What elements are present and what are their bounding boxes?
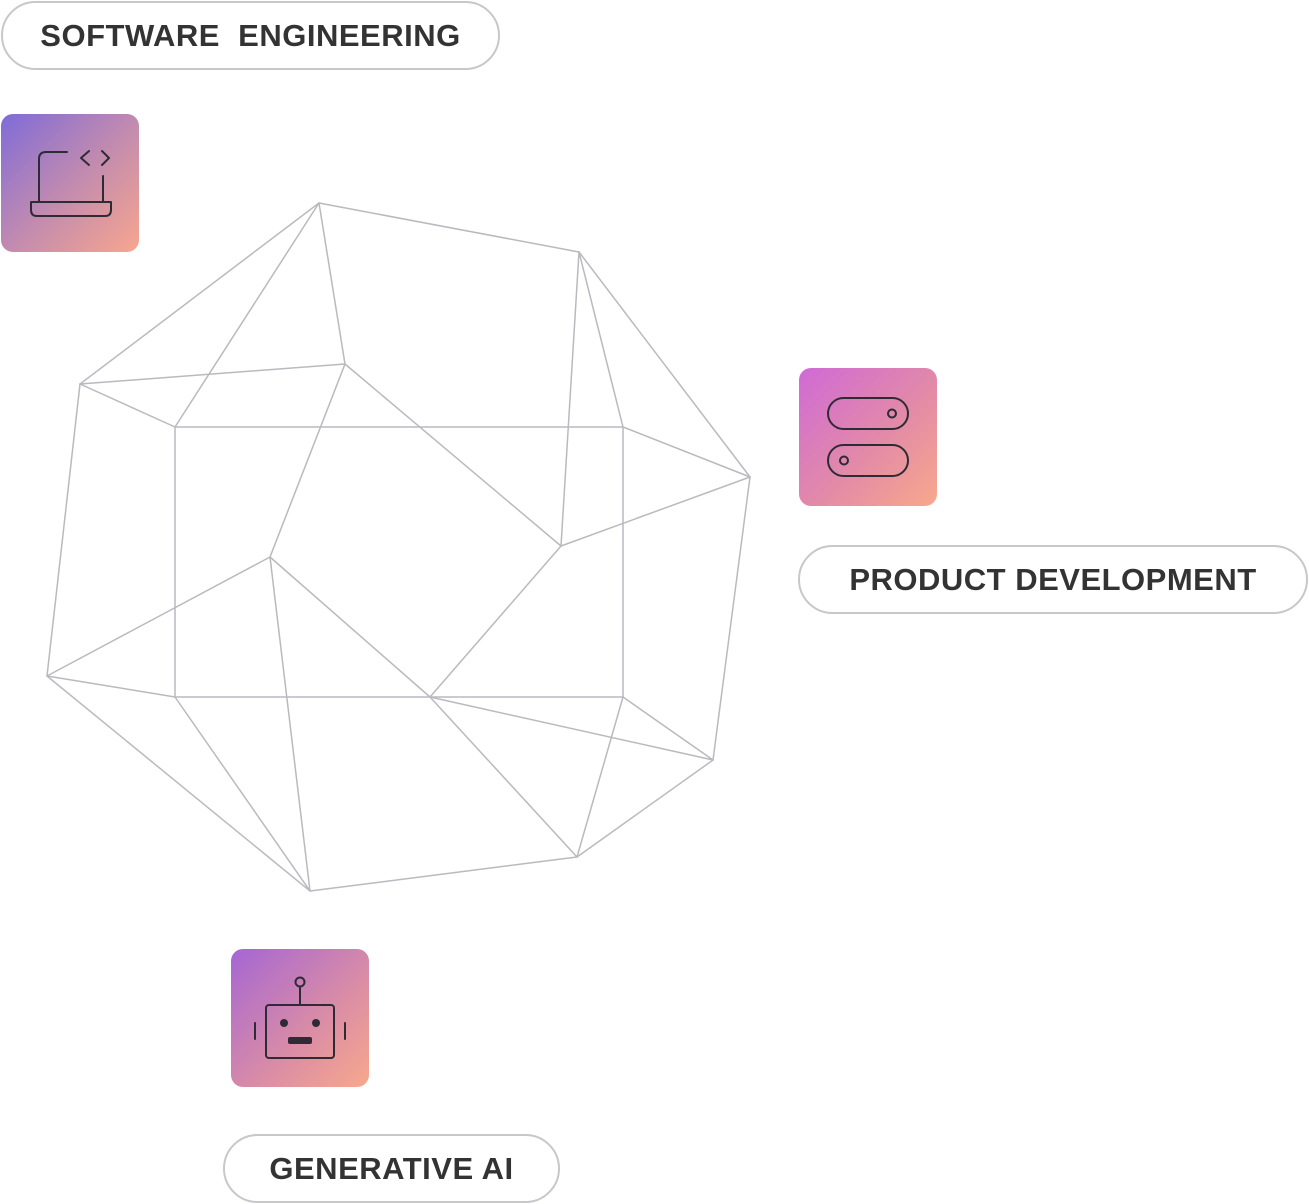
wire-edge: [174, 202, 320, 428]
wire-edge: [578, 251, 624, 428]
wire-edge: [344, 363, 562, 547]
wire-edge: [79, 363, 346, 385]
software-engineering-label: SOFTWARE ENGINEERING: [40, 17, 461, 53]
wire-edge: [560, 251, 580, 547]
wire-edge: [429, 696, 578, 858]
wire-edge: [79, 202, 320, 385]
product-development-pill: PRODUCT DEVELOPMENT: [798, 545, 1308, 614]
wire-edge: [318, 202, 580, 253]
software-engineering-tile: [1, 114, 139, 252]
product-development-label: PRODUCT DEVELOPMENT: [849, 561, 1257, 597]
wire-edge: [576, 696, 624, 858]
wire-edge: [269, 556, 431, 698]
wire-edge: [712, 476, 751, 761]
wire-edge: [318, 202, 346, 365]
wire-edge: [79, 383, 176, 428]
product-development-tile: [799, 368, 937, 506]
wire-edge: [578, 251, 751, 478]
wire-edge: [622, 426, 751, 478]
wire-edge: [560, 476, 751, 547]
wire-edge: [429, 545, 562, 698]
wire-edge: [309, 856, 578, 892]
wire-edge: [622, 696, 714, 761]
wire-edge: [46, 675, 311, 892]
wire-edge: [269, 363, 346, 558]
wire-edge: [46, 383, 81, 677]
wire-edge: [576, 759, 714, 858]
wire-edge: [429, 696, 714, 761]
generative-ai-tile: [231, 949, 369, 1087]
software-engineering-pill: SOFTWARE ENGINEERING: [1, 1, 500, 70]
wire-edge: [269, 556, 311, 892]
laptop-code-icon: [30, 150, 112, 217]
robot-icon: [254, 976, 346, 1059]
generative-ai-pill: GENERATIVE AI: [223, 1134, 560, 1203]
generative-ai-label: GENERATIVE AI: [269, 1150, 514, 1186]
wire-edge: [174, 696, 311, 892]
toggle-switches-icon: [827, 397, 909, 477]
wire-edge: [46, 556, 271, 677]
wire-edge: [46, 675, 176, 698]
